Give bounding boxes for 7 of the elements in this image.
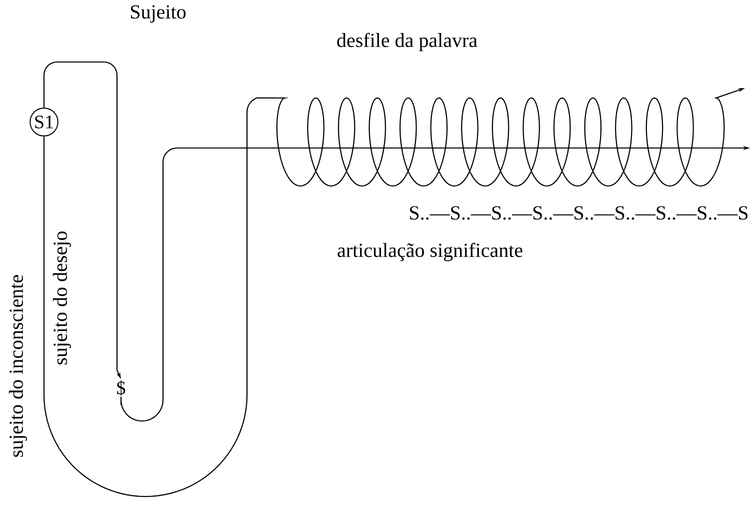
barred-s-symbol: $	[117, 380, 126, 396]
heading-label: Sujeito	[131, 5, 186, 23]
caption-label: articulação significante	[338, 242, 522, 262]
vertical-label: sujeito do inconsciente	[8, 275, 28, 457]
signifier-chain: S..—S..—S..—S..—S..—S..—S..—S..—S	[410, 206, 748, 220]
coil-label: desfile da palavra	[337, 32, 478, 52]
vertical-label: sujeito do desejo	[52, 232, 72, 364]
